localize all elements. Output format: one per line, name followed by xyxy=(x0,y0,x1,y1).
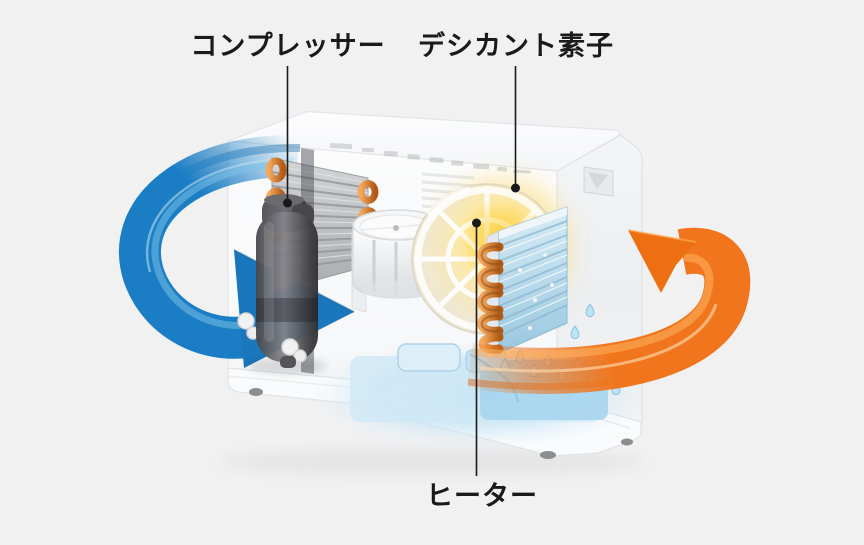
ground-shadow xyxy=(217,449,647,475)
leader-lines xyxy=(286,66,517,476)
heater-leader-dot xyxy=(472,218,481,228)
leader-dots xyxy=(283,183,520,228)
compressor xyxy=(237,194,327,374)
evaporator-coil xyxy=(477,206,621,396)
exhaust-arrowhead xyxy=(628,230,696,293)
desiccant-leader-dot xyxy=(511,183,520,193)
desiccant-element-label: デシカント素子 xyxy=(418,31,614,62)
compressor-leader-dot xyxy=(283,198,292,208)
exhaust-airflow-arrow xyxy=(467,227,751,394)
heater-label: ヒーター xyxy=(426,481,538,512)
evaporator-copper-tubes xyxy=(477,242,504,354)
unit-feet xyxy=(249,388,633,459)
compressor-label: コンプレッサー xyxy=(190,31,386,62)
handle-recess xyxy=(583,166,614,197)
